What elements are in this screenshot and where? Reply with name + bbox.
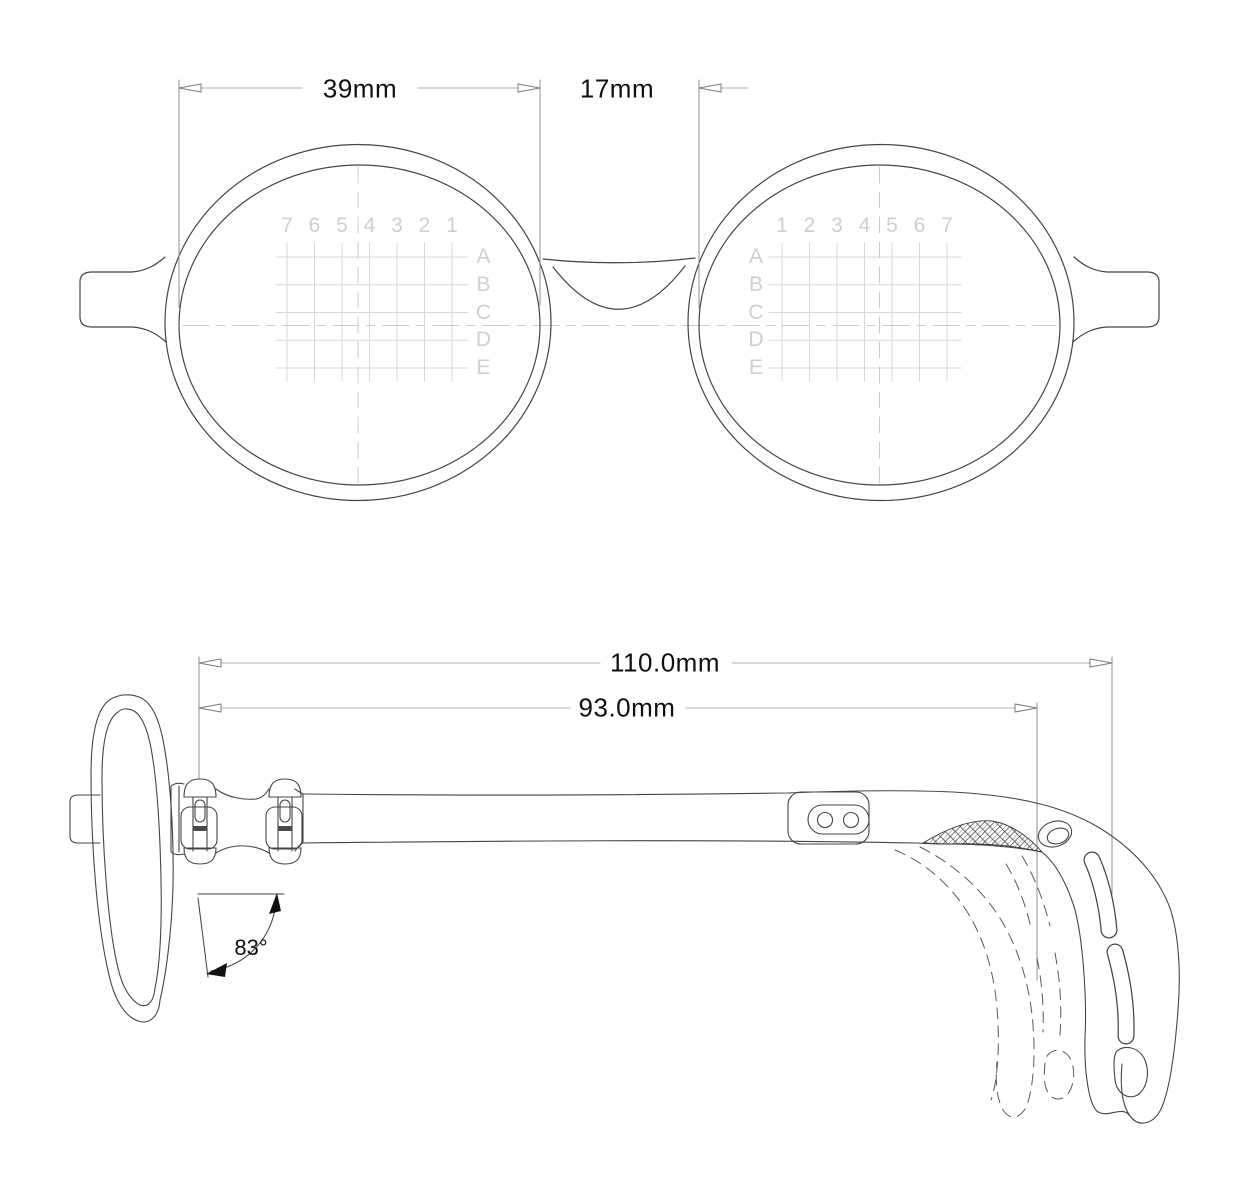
hatched-flex-insert — [921, 820, 1044, 853]
rivet-outline — [807, 804, 870, 835]
hook-hole-3 — [1113, 1046, 1148, 1098]
temple-tip-seam — [787, 791, 870, 845]
front-frame-outline — [79, 143, 1160, 502]
grid-right-col-label: 5 — [886, 214, 898, 237]
grid-left-row-label: B — [476, 272, 491, 296]
dim-label-bridge: 17mm — [579, 73, 655, 104]
bridge-top-edge — [542, 257, 696, 264]
rivet-hole-back — [842, 811, 860, 829]
dim-label-pantoscopic-angle: 83° — [234, 935, 268, 960]
dim-label-temple-straight: 93.0mm — [578, 692, 676, 723]
lens-side-profile-inner — [101, 708, 162, 1007]
grid-left-col-label: 3 — [391, 214, 403, 237]
lens-centerlines — [182, 166, 1057, 485]
hinge-silhouette — [215, 788, 304, 854]
rivet-hole-front — [816, 811, 834, 829]
grid-left-col-label: 5 — [336, 214, 348, 237]
grid-left-row-label: A — [476, 245, 491, 268]
right-temple-stub — [1072, 256, 1160, 343]
front-dimension-lines — [178, 79, 749, 309]
grid-left-col-label: 6 — [308, 214, 321, 237]
hook-alternate-position-dashed — [894, 846, 1075, 1118]
grid-right-row-label: B — [748, 272, 764, 296]
nose-pad-tab — [69, 794, 101, 844]
grid-left-col-label: 1 — [446, 214, 458, 237]
grid-right-col-label: 4 — [858, 214, 871, 237]
grid-right-col-label: 7 — [941, 214, 953, 237]
grid-right-row-label: C — [748, 300, 764, 324]
dim-label-temple-total: 110.0mm — [610, 647, 720, 678]
grid-right-col-label: 1 — [776, 214, 788, 237]
grid-right-row-label: D — [748, 328, 764, 352]
pantoscopic-angle-annotation — [197, 893, 285, 978]
hinge-screw-1 — [183, 778, 217, 865]
grid-right-col-label: 6 — [913, 214, 926, 237]
rim-cross-section — [170, 782, 185, 856]
grid-left-col-label: 2 — [418, 214, 431, 237]
hinge-plate-1 — [180, 806, 218, 850]
side-dimension-lines — [198, 656, 1113, 981]
hinge-screw-2 — [268, 778, 302, 865]
lens-grid-right-lines — [768, 242, 962, 382]
grid-right-col-label: 3 — [831, 214, 843, 237]
hook-oval-hole-outer — [1037, 820, 1073, 848]
hook-oval-hole-inner — [1046, 827, 1070, 845]
grid-left-row-label: E — [476, 356, 491, 379]
side-view-drawing — [69, 656, 1180, 1124]
grid-right-row-label: E — [748, 356, 764, 379]
lens-side-profile-outer — [90, 694, 174, 1023]
left-temple-stub — [79, 256, 167, 343]
grid-left-col-label: 4 — [363, 214, 376, 237]
grid-left-row-label: C — [475, 300, 492, 324]
grid-left-row-label: D — [475, 328, 492, 352]
front-view-drawing — [79, 79, 1160, 502]
dim-label-lens-width: 39mm — [322, 73, 398, 104]
grid-left-col-label: 7 — [281, 214, 293, 237]
lens-grid-left-lines — [275, 242, 469, 382]
grid-right-col-label: 2 — [803, 214, 816, 237]
grid-right-row-label: A — [748, 245, 764, 268]
hinge-plate-2 — [265, 806, 303, 850]
bridge-nose-arch — [552, 265, 686, 310]
hook-bottom-cap — [1120, 1063, 1131, 1117]
